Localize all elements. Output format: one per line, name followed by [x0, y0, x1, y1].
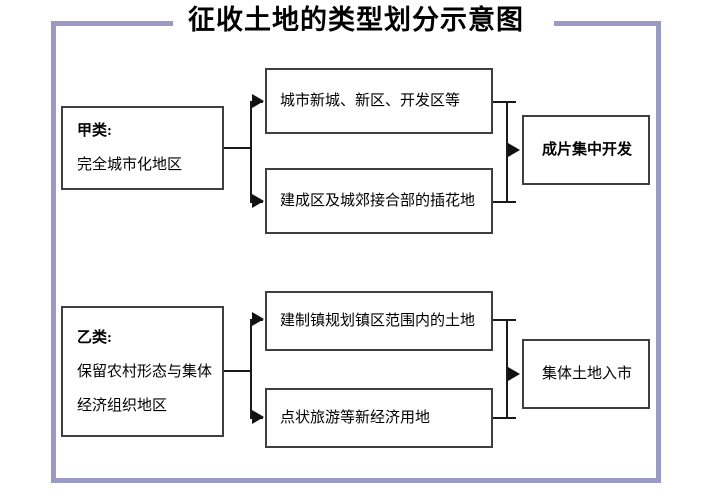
category-b-body-line-1: 保留农村形态与集体	[77, 363, 213, 380]
item-box-a-2-label: 建成区及城郊接合部的插花地	[280, 193, 476, 209]
connector-a-merge-spine	[506, 101, 508, 203]
frame-top-right-segment	[554, 21, 661, 26]
connector-a-merge-stub-top	[493, 101, 516, 103]
connector-b-merge-stub-top	[493, 319, 516, 321]
item-box-a-1: 城市新城、新区、开发区等	[265, 68, 493, 134]
category-a-head: 甲类:	[77, 123, 112, 139]
arrow-b-to-outcome	[508, 367, 520, 381]
outcome-box-b: 集体土地入市	[522, 339, 650, 409]
arrow-a-to-item-2	[252, 194, 264, 208]
frame-right-segment	[656, 21, 661, 483]
item-box-a-2: 建成区及城郊接合部的插花地	[265, 168, 493, 234]
connector-b-split-spine	[250, 319, 252, 419]
item-box-a-1-label: 城市新城、新区、开发区等	[280, 93, 461, 109]
category-box-a: 甲类: 完全城市化地区	[61, 106, 224, 190]
arrow-b-to-item-1	[252, 312, 264, 326]
connector-b-split-stub	[224, 370, 252, 372]
item-box-b-2-label: 点状旅游等新经济用地	[280, 410, 431, 426]
connector-a-split-stub	[224, 147, 252, 149]
connector-b-merge-stub-bottom	[493, 417, 516, 419]
category-a-body: 完全城市化地区	[77, 157, 183, 173]
outcome-box-a-label: 成片集中开发	[542, 142, 633, 158]
arrow-a-to-outcome	[508, 143, 520, 157]
item-box-b-1-label: 建制镇规划镇区范围内的土地	[280, 313, 476, 329]
frame-bottom-segment	[51, 478, 661, 483]
outcome-box-a: 成片集中开发	[522, 115, 650, 185]
category-b-body-line-2: 经济组织地区	[77, 397, 168, 414]
outcome-box-b-label: 集体土地入市	[542, 366, 633, 382]
category-b-head: 乙类:	[77, 329, 112, 346]
item-box-b-2: 点状旅游等新经济用地	[265, 388, 493, 448]
frame-top-left-segment	[51, 21, 173, 26]
frame-left-segment	[51, 21, 56, 483]
arrow-a-to-item-1	[252, 94, 264, 108]
connector-a-merge-stub-bottom	[493, 201, 516, 203]
connector-b-merge-spine	[506, 319, 508, 419]
diagram-title: 征收土地的类型划分示意图	[188, 5, 524, 35]
connector-a-split-spine	[250, 101, 252, 203]
category-box-b: 乙类: 保留农村形态与集体 经济组织地区	[61, 306, 224, 437]
arrow-b-to-item-2	[252, 410, 264, 424]
item-box-b-1: 建制镇规划镇区范围内的土地	[265, 291, 493, 351]
